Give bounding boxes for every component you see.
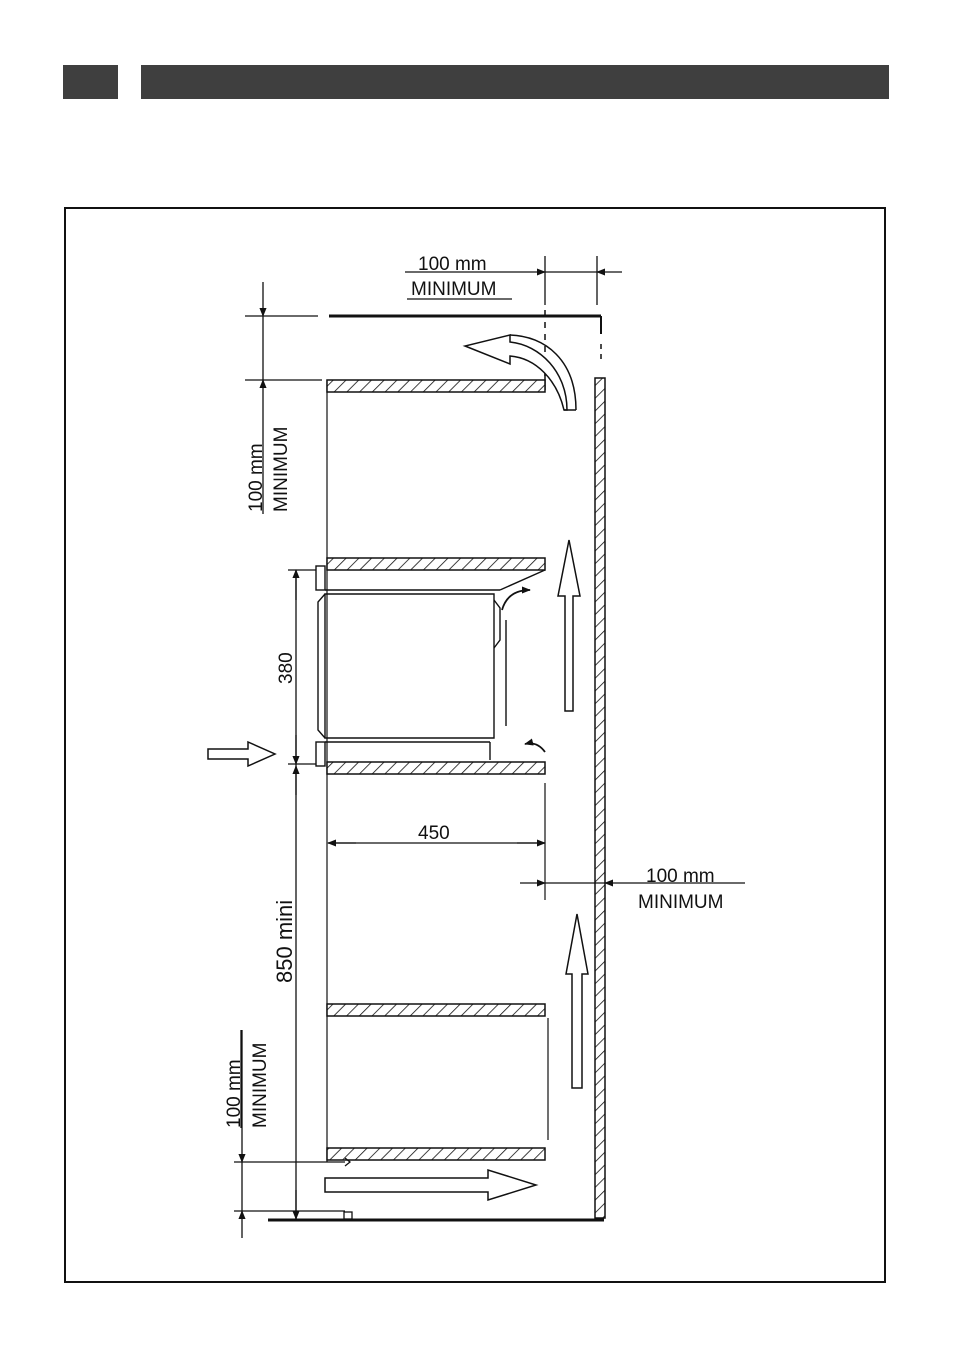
oven bbox=[315, 565, 546, 767]
lower-shelf bbox=[326, 1003, 546, 1017]
dimension-labels: 100 mm MINIMUM 100 mm MINIMUM 380 450 10… bbox=[224, 254, 723, 1128]
top-shelf bbox=[326, 379, 546, 393]
oven-height-label: 380 bbox=[276, 652, 297, 684]
intake-arrow bbox=[207, 740, 277, 768]
updraft-arrow-lower bbox=[565, 913, 589, 1089]
depth-label: 450 bbox=[418, 823, 450, 844]
oven-upper-shelf bbox=[326, 557, 546, 571]
bottom-shelf bbox=[326, 1147, 546, 1161]
top-gap-value: 100 mm bbox=[418, 254, 487, 275]
exhaust-arrow bbox=[462, 334, 568, 411]
header-bar bbox=[141, 65, 889, 99]
dimension-lines bbox=[234, 256, 745, 1238]
airflow-arrows bbox=[207, 334, 589, 1202]
updraft-arrow-upper bbox=[557, 539, 581, 712]
header-block-left bbox=[63, 65, 118, 99]
left-top-gap-value: 100 mm bbox=[246, 443, 267, 512]
bottom-gap-value: 100 mm bbox=[224, 1059, 245, 1128]
small-vent-arrows bbox=[501, 586, 546, 753]
back-wall bbox=[594, 377, 606, 1219]
oven-lower-shelf bbox=[326, 761, 546, 775]
bottom-gap-unit: MINIMUM bbox=[250, 1043, 271, 1128]
rear-gap-value: 100 mm bbox=[646, 866, 715, 887]
total-height-label: 850 mini bbox=[272, 900, 297, 983]
rear-gap-unit: MINIMUM bbox=[638, 892, 723, 913]
top-gap-unit: MINIMUM bbox=[411, 279, 496, 300]
left-top-gap-unit: MINIMUM bbox=[271, 427, 292, 512]
floor-arrow bbox=[324, 1168, 539, 1202]
diagram-frame bbox=[64, 207, 886, 1283]
